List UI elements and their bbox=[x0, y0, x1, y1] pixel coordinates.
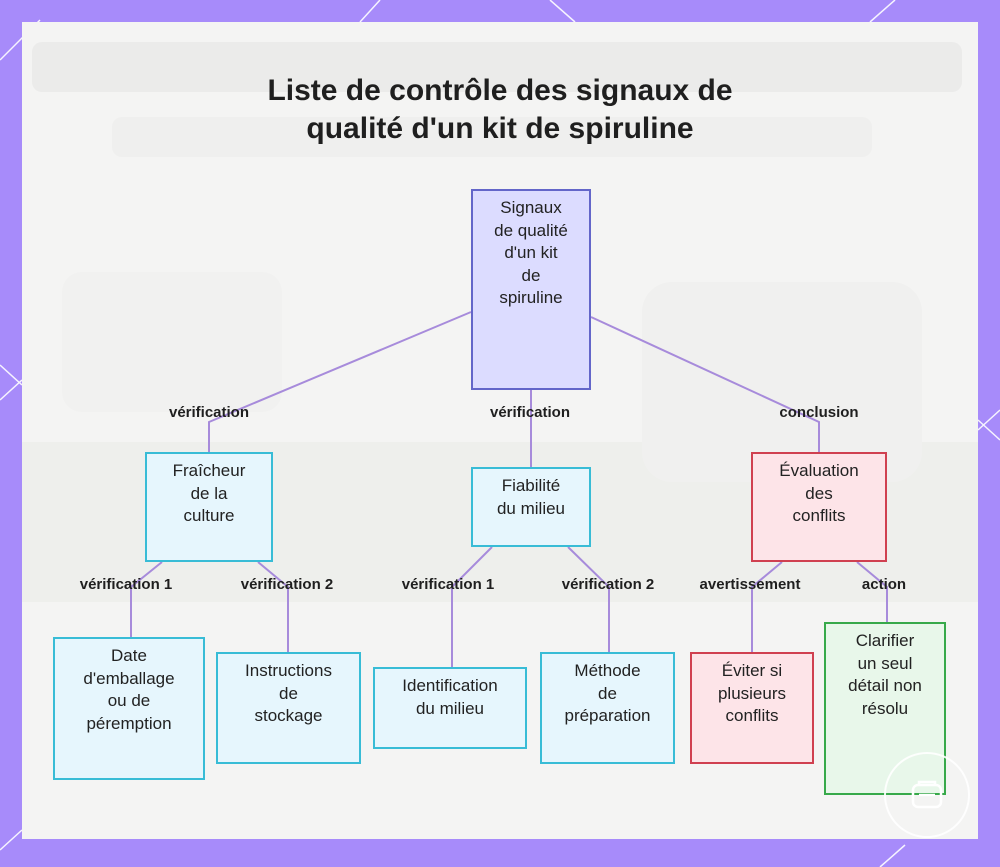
node-text-line: résolu bbox=[861, 698, 909, 718]
node-preparation-method: Méthode de préparation bbox=[540, 652, 675, 764]
node-text-line: Instructions bbox=[245, 661, 332, 680]
node-medium-reliability: Fiabilité du milieu bbox=[471, 467, 591, 547]
title-line: Liste de contrôle des signaux de bbox=[267, 74, 733, 107]
node-text-line: un seul bbox=[857, 653, 913, 673]
edge-label-date: vérification 1 bbox=[79, 576, 173, 593]
diagram-canvas: Liste de contrôle des signaux de qualité … bbox=[22, 22, 978, 839]
watermark-logo bbox=[884, 752, 970, 838]
node-text-line: de bbox=[521, 265, 541, 285]
node-text-line: du milieu bbox=[496, 498, 566, 518]
node-text-line: conflits bbox=[725, 706, 779, 725]
node-text-line: d'un kit bbox=[504, 243, 558, 262]
node-text-line: des bbox=[805, 483, 833, 503]
title-line: qualité d'un kit de spiruline bbox=[306, 112, 694, 145]
node-clarify-detail: Clarifier un seul détail non résolu bbox=[824, 622, 946, 795]
node-text-line: Éviter si bbox=[721, 661, 783, 680]
edge-label-root-medium: vérification bbox=[489, 404, 571, 421]
edge-label-preparation: vérification 2 bbox=[561, 576, 655, 593]
node-text-line: de qualité bbox=[494, 220, 568, 240]
root-node: Signaux de qualité d'un kit de spiruline bbox=[471, 189, 591, 390]
node-storage-instructions: Instructions de stockage bbox=[216, 652, 361, 764]
diagram-title: Liste de contrôle des signaux de qualité … bbox=[22, 72, 978, 148]
node-text-line: détail non bbox=[848, 676, 922, 695]
node-text-line: Signaux bbox=[500, 198, 562, 217]
node-text-line: préparation bbox=[564, 706, 651, 725]
node-packaging-date: Date d'emballage ou de péremption bbox=[53, 637, 205, 780]
node-text-line: du milieu bbox=[415, 698, 485, 718]
edge-label-root-freshness: vérification bbox=[168, 404, 250, 421]
node-culture-freshness: Fraîcheur de la culture bbox=[145, 452, 273, 562]
edge-label-warning: avertissement bbox=[699, 576, 801, 593]
node-text-line: Évaluation bbox=[779, 461, 859, 480]
node-text-line: de bbox=[598, 683, 617, 703]
logo-icon bbox=[911, 780, 943, 809]
node-text-line: Identification bbox=[402, 676, 498, 695]
node-text-line: ou de bbox=[107, 691, 151, 710]
edge-label-storage: vérification 2 bbox=[240, 576, 334, 593]
node-text-line: Date bbox=[111, 646, 147, 665]
node-text-line: de la bbox=[190, 483, 228, 503]
node-text-line: péremption bbox=[86, 713, 172, 733]
node-text-line: Méthode bbox=[574, 661, 641, 680]
node-text-line: stockage bbox=[254, 706, 323, 725]
node-text-line: plusieurs bbox=[717, 683, 787, 703]
node-text-line: Fiabilité bbox=[501, 476, 561, 495]
node-text-line: conflits bbox=[792, 506, 846, 525]
node-text-line: d'emballage bbox=[83, 668, 175, 688]
node-text-line: de bbox=[279, 683, 298, 703]
node-conflict-evaluation: Évaluation des conflits bbox=[751, 452, 887, 562]
node-text-line: culture bbox=[183, 506, 235, 525]
node-text-line: Fraîcheur bbox=[172, 461, 246, 480]
edge-label-root-conflicts: conclusion bbox=[779, 404, 859, 421]
node-text-line: Clarifier bbox=[855, 631, 915, 650]
edge-label-action: action bbox=[861, 576, 907, 593]
node-medium-identification: Identification du milieu bbox=[373, 667, 527, 749]
connector-lines bbox=[130, 311, 888, 667]
node-text-line: spiruline bbox=[499, 288, 563, 307]
edge-label-medium-id: vérification 1 bbox=[401, 576, 495, 593]
node-avoid-conflicts: Éviter si plusieurs conflits bbox=[690, 652, 814, 764]
